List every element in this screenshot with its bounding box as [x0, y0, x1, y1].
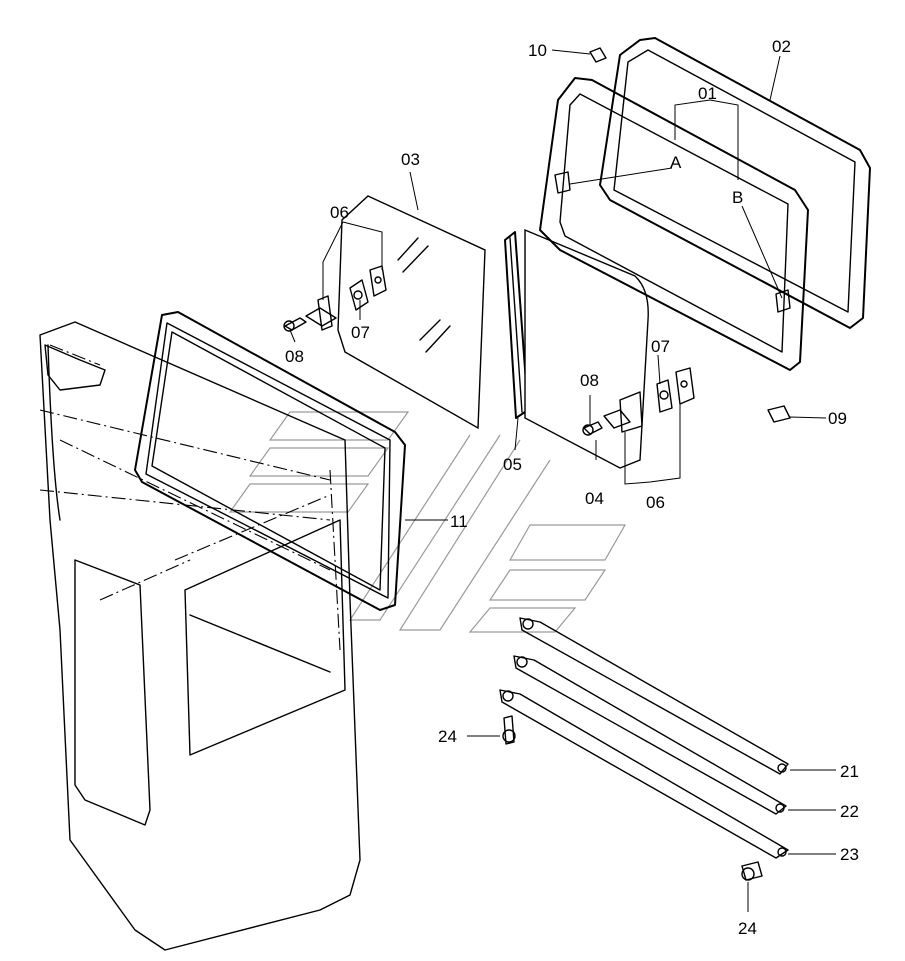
callout-22: 22 [840, 802, 859, 821]
callout-02: 02 [772, 37, 791, 56]
part-right-latch-hardware [582, 367, 695, 436]
callout-08-right: 08 [580, 371, 599, 390]
part-01-sash-frame [539, 77, 809, 371]
callout-07-right: 07 [651, 337, 670, 356]
part-24-bolt-lower [741, 861, 763, 881]
callout-21: 21 [840, 762, 859, 781]
part-22-stay [513, 655, 787, 815]
part-21-stay [519, 617, 789, 775]
callout-09: 09 [828, 409, 847, 428]
part-03-fixed-glass [337, 195, 486, 430]
part-02-outer-seal [599, 37, 871, 329]
part-left-latch-hardware [283, 265, 387, 332]
callout-04: 04 [585, 489, 604, 508]
callout-03: 03 [401, 150, 420, 169]
watermark-logo [228, 411, 627, 633]
callout-06-right: 06 [646, 493, 665, 512]
callout-08-left: 08 [285, 347, 304, 366]
part-23-stay [499, 689, 789, 859]
callout-07-left: 07 [351, 323, 370, 342]
callout-10: 10 [528, 41, 547, 60]
cab-body [39, 321, 361, 951]
callout-01: 01 [698, 84, 717, 103]
part-11-window-seal [134, 311, 406, 611]
callout-11: 11 [450, 512, 468, 531]
leader-lines [289, 49, 836, 912]
callout-05: 05 [503, 455, 522, 474]
callout-b: B [732, 188, 743, 207]
part-24-bolt-upper [502, 715, 516, 745]
callout-24-lower: 24 [738, 919, 757, 938]
callout-23: 23 [840, 845, 859, 864]
callout-a: A [670, 153, 682, 172]
part-09-pad [767, 405, 791, 423]
part-04-sliding-glass [524, 228, 649, 469]
part-10-pad [589, 47, 607, 63]
callout-06-left: 06 [330, 203, 349, 222]
callout-24-upper: 24 [438, 727, 457, 746]
